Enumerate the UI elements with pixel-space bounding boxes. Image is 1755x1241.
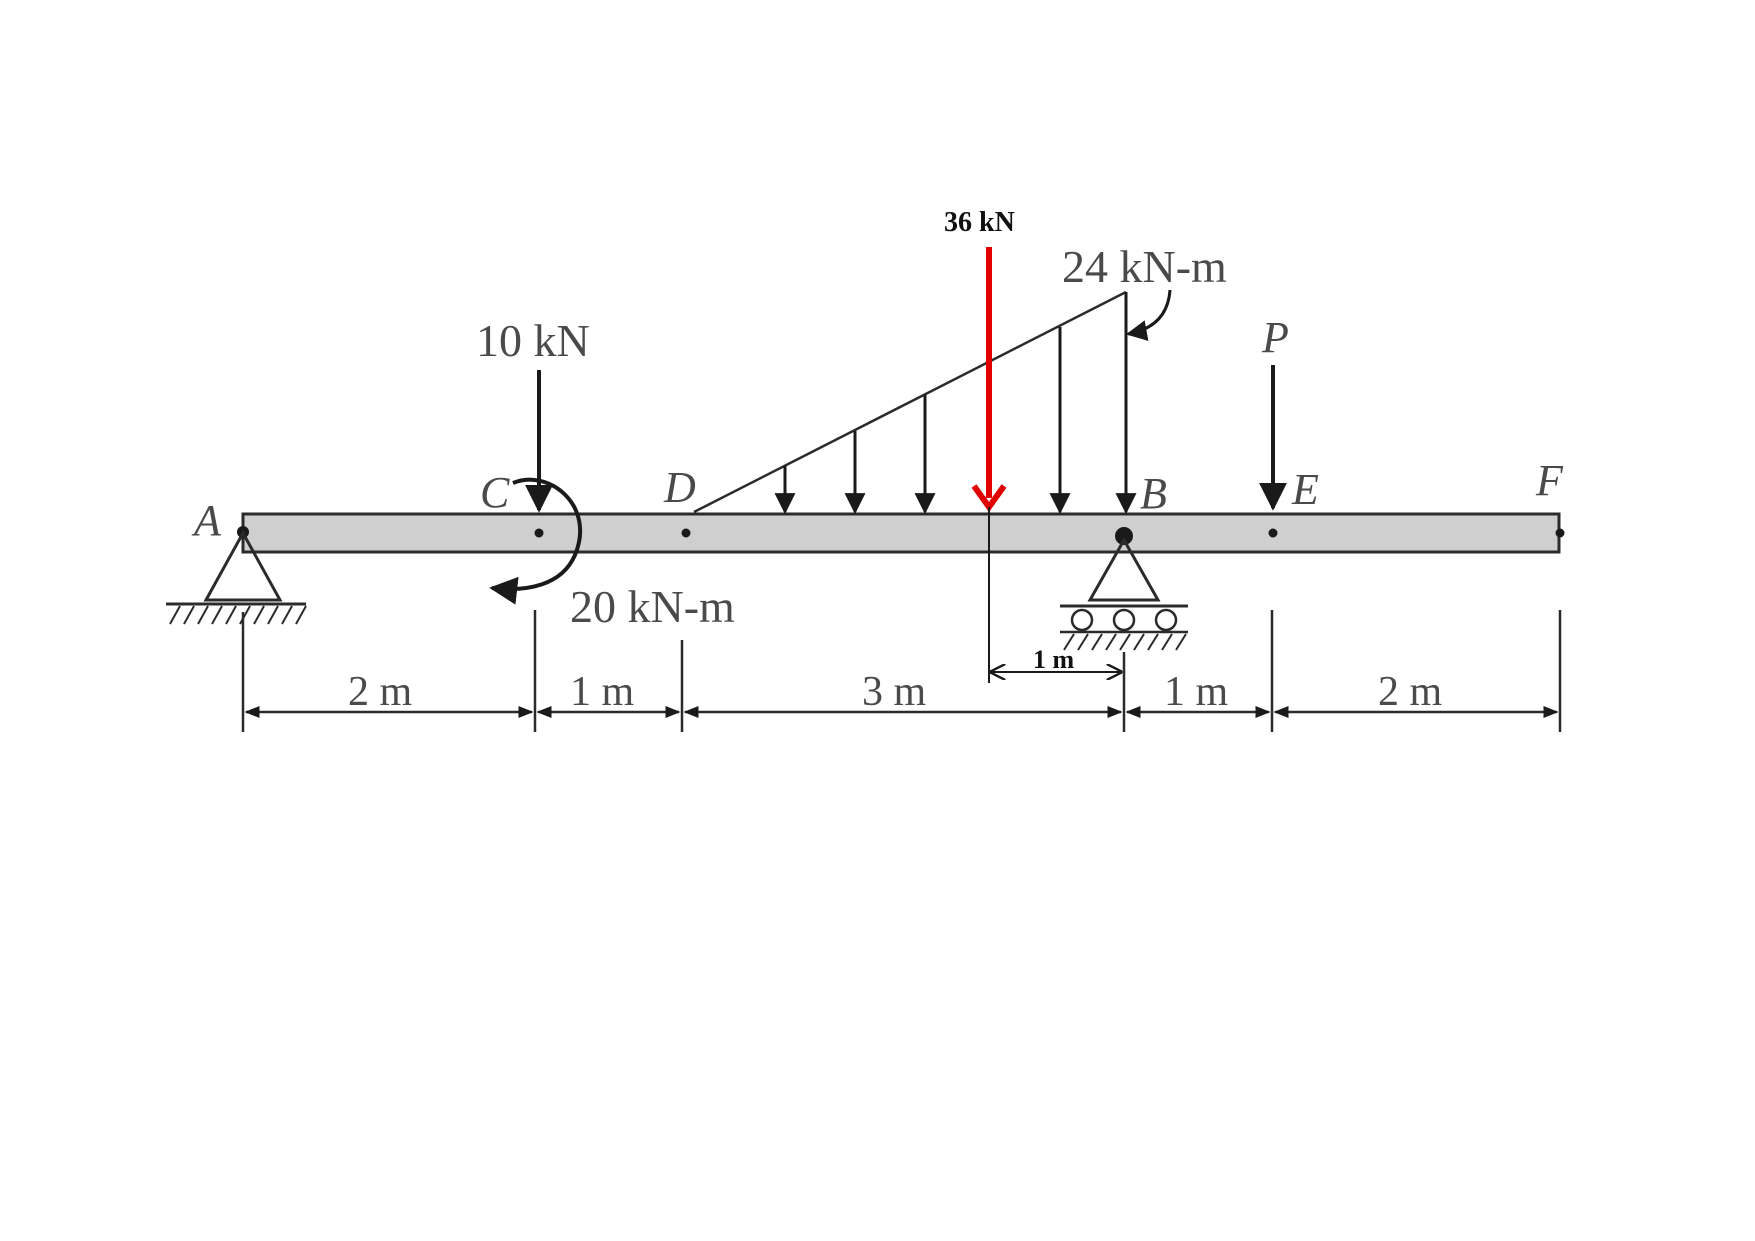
- dim-label-ac: 2 m: [348, 669, 413, 715]
- node-b-dot: [1115, 527, 1133, 545]
- dim-label-ef: 2 m: [1378, 669, 1443, 715]
- distributed-load: [693, 290, 1137, 515]
- resultant-label-text: 36 kN: [944, 207, 1015, 238]
- point-a-label: A: [191, 496, 222, 545]
- dimension-lines: [241, 610, 1562, 732]
- moment-c-label: 20 kN-m: [570, 581, 735, 632]
- resultant-force: [971, 247, 1007, 513]
- pin-support-a: [166, 529, 307, 625]
- resultant-offset-label: 1 m: [1033, 645, 1075, 674]
- node-e-dot: [1268, 528, 1278, 538]
- dim-label-db: 3 m: [862, 669, 927, 715]
- point-load-c-label: 10 kN: [476, 315, 590, 366]
- moment-b-label: 24 kN-m: [1062, 241, 1227, 292]
- node-d-dot: [681, 528, 691, 538]
- roller-support-b: [1060, 536, 1188, 651]
- beam: [241, 512, 1561, 554]
- node-c-dot: [534, 528, 544, 538]
- point-load-e-label: P: [1261, 313, 1289, 362]
- moment-b-arrow: [1125, 289, 1172, 341]
- point-b-label: B: [1140, 469, 1167, 518]
- point-d-label: D: [663, 463, 696, 512]
- moment-c-arrow: [489, 477, 583, 605]
- dim-label-be: 1 m: [1164, 669, 1229, 715]
- node-f-dot: [1555, 528, 1565, 538]
- point-f-label: F: [1535, 456, 1564, 505]
- point-c-label: C: [480, 468, 510, 517]
- dim-label-cd: 1 m: [570, 669, 635, 715]
- resultant-label: 36 kN: [944, 207, 1015, 238]
- point-e-label: E: [1291, 465, 1319, 514]
